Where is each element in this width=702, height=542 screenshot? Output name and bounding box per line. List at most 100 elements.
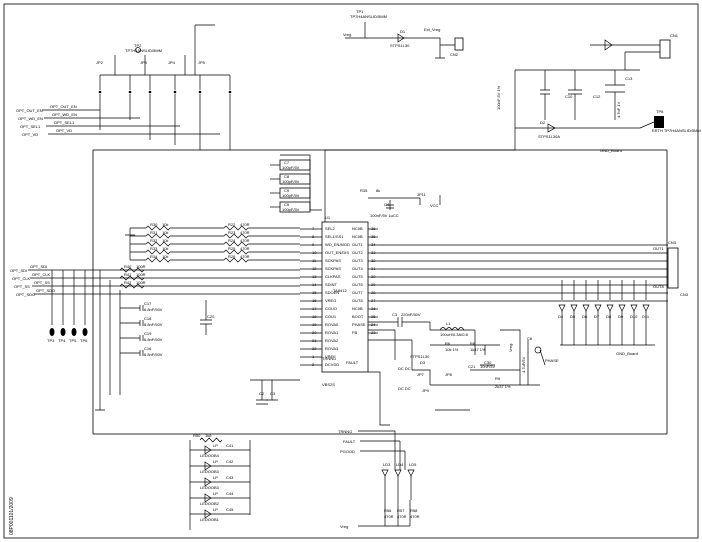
bottom-resistor-ref: R56 [384, 508, 392, 513]
led-ladder-cap: C45 [226, 507, 234, 512]
resistor-ref: R41 [124, 272, 132, 277]
ic-pin-name: BOOT [352, 314, 364, 319]
bottom-led-symbol [381, 469, 389, 477]
gnd-board-right: GND_Board [616, 351, 638, 356]
capacitor-ref: C7 [284, 160, 290, 165]
ic-label-trnng: TRNNG [322, 356, 336, 361]
resistor-symbol [119, 283, 145, 289]
bottom-resistor-ref: R57 [397, 508, 405, 513]
resistor-symbol [145, 241, 171, 247]
left-capacitor-column: C176.8nF/50VC186.8nF/50VC196.8nF/50VC166… [95, 270, 163, 411]
r6-ref: R6 [445, 341, 451, 346]
capacitor-ref: C16 [144, 346, 152, 351]
jp11-ref: JP11 [417, 192, 427, 197]
out8-label: OUT8 [653, 284, 664, 289]
led-symbol [582, 304, 590, 312]
capacitor-value: 100pF/5V [282, 179, 300, 184]
resistor-value: 10k [162, 222, 168, 227]
test-point-ref: TP3 [47, 338, 55, 343]
test-point-marker [60, 328, 66, 336]
c21-ref: C21 [468, 364, 476, 369]
ic-pin-name: ROVA3 [325, 346, 339, 351]
capacitor-value: 6.8nF/50V [144, 352, 163, 357]
led-ladder-ref: LP [213, 459, 218, 464]
led-ladder-symbol [204, 493, 212, 503]
tp2-ref: TP2 [134, 43, 142, 48]
gnd-board-top: GND_Board [600, 148, 622, 153]
ic-pin-name: OUT4 [352, 266, 363, 271]
c3-ref: C3 [392, 312, 398, 317]
ic-pin-name: OUT8 [352, 298, 363, 303]
ic-pin-number: 25 [371, 314, 376, 319]
jp9-ref: JP9 [422, 388, 430, 393]
d3-ref: D3 [420, 360, 426, 365]
dcdc-label-2: DC DC [398, 386, 411, 391]
ic-pin-name: SEL2 [325, 226, 336, 231]
spi-input-label: OPT_SS [14, 284, 30, 289]
capacitor-symbol [120, 350, 144, 356]
ic-pin-name: SCKPAS [325, 266, 341, 271]
jumper-jp2: JP2 [96, 60, 104, 65]
ic-pin-name: COU1 [325, 314, 337, 319]
ic-pin-name: COUO [325, 306, 337, 311]
d1-ref: D1 [400, 29, 406, 34]
output-led-ref: D7 [594, 314, 600, 319]
resistor-symbol [223, 257, 249, 263]
resistor-symbol [145, 233, 171, 239]
resistor-symbol [145, 225, 171, 231]
bottom-led-symbol [407, 469, 415, 477]
tp1-label: TP7H4ANSLID/5MM [350, 14, 387, 19]
resistor-value: 470R [240, 238, 250, 243]
vreg-bottom: Vreg [340, 524, 348, 529]
resistor-symbol [223, 249, 249, 255]
led-ladder-rails [189, 379, 300, 530]
resistor-value: 470R [240, 222, 250, 227]
option-input-label: OPT_OUT_EN [16, 108, 43, 113]
d2-ref: D2 [540, 120, 546, 125]
r50-val: 1k8 [205, 433, 212, 438]
left-cap-rails [95, 270, 121, 411]
c13-val: 4.7uF 1V [616, 101, 621, 118]
led-ladder-cap: C42 [226, 459, 234, 464]
output-led-ref: D9 [618, 314, 624, 319]
led-ladder-ref: LP [213, 507, 218, 512]
bottom-resistor-ref: R58 [410, 508, 418, 513]
test-point-marker [49, 328, 55, 336]
resistor-ref: R33 [150, 246, 158, 251]
led-symbol [570, 304, 578, 312]
ic-pin-name: NC0B [352, 226, 363, 231]
ic-pin-number: 28 [371, 290, 376, 295]
led-ladder-ref: LP [213, 443, 218, 448]
jumper-jp5: JP5 [198, 60, 206, 65]
resistor-value: 10k [162, 254, 168, 259]
jp8-ref: JP8 [445, 372, 453, 377]
capacitor-ref: C5 [284, 202, 290, 207]
r8-val: 1k47 1% [470, 347, 486, 352]
ext-vreg-label: Ext_Vreg [424, 27, 440, 32]
ic-pin-number: 22 [312, 346, 317, 351]
capacitor-value: 6.8nF/50V [144, 337, 163, 342]
ic-pin-name: ROVA2 [325, 338, 339, 343]
option-input-ref: OPT_WD_EN [52, 112, 77, 117]
cn2-ref: CN2 [450, 52, 459, 57]
ic-pin-name: DCVDD [325, 362, 339, 367]
output-led-ref: D6 [582, 314, 588, 319]
ic-body [321, 221, 369, 373]
resistor-symbol [223, 225, 249, 231]
c3b-ref: C3 [270, 391, 276, 396]
r35-val: 8k [376, 188, 380, 193]
resistor-ref: R25 [228, 246, 236, 251]
drawing-frame [3, 3, 699, 539]
d1-part: STPS1L30 [390, 43, 410, 48]
ic-pin-name: OUT3 [352, 258, 363, 263]
c10-val: 100nF 5V 1% [496, 85, 501, 110]
cn3-ref-2: CN3 [680, 292, 689, 297]
ic-pin-name: CLKPAS [325, 274, 341, 279]
resistor-value: 100R [136, 272, 146, 277]
bottom-resistor-value: 470R [410, 514, 420, 519]
r9-val: 2k37 1% [495, 384, 511, 389]
ic-pin-name: PHASE [352, 322, 366, 327]
